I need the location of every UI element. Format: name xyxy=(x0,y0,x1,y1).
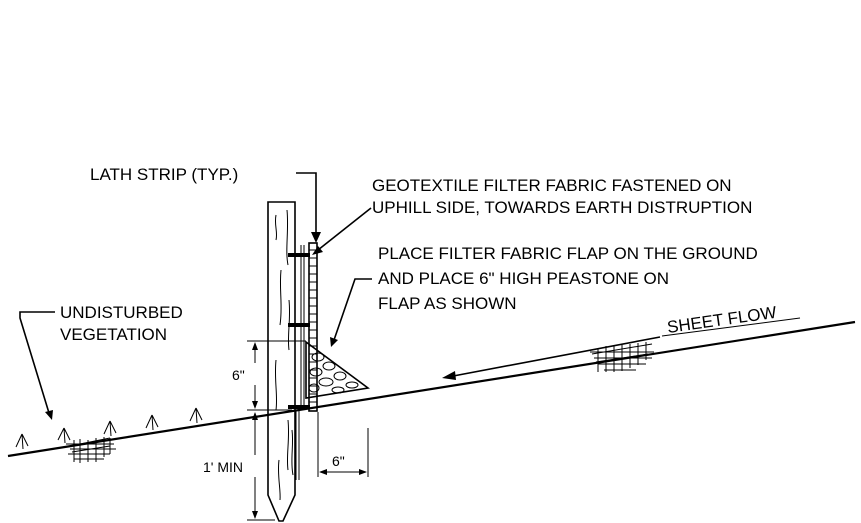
root-hatch-right xyxy=(590,342,654,372)
vegetation-leader xyxy=(19,311,55,414)
label-flap-line3: FLAP AS SHOWN xyxy=(378,294,517,313)
label-peastone-height: 6" xyxy=(232,367,245,383)
label-embed-depth: 1' MIN xyxy=(203,459,243,475)
label-geotextile-line2: UPHILL SIDE, TOWARDS EARTH DISTRUPTION xyxy=(372,198,752,217)
lath-strip-leader xyxy=(296,172,317,236)
label-flap-width: 6" xyxy=(332,453,345,469)
geotextile-leader xyxy=(317,207,372,251)
dimension-flap-width xyxy=(317,412,369,477)
ground-line xyxy=(7,320,856,458)
label-flap-line2: AND PLACE 6" HIGH PEASTONE ON xyxy=(378,269,669,288)
flap-leader xyxy=(333,278,372,341)
root-hatch-left xyxy=(66,437,116,463)
label-undisturbed: UNDISTURBED xyxy=(60,303,183,322)
label-vegetation: VEGETATION xyxy=(60,325,167,344)
label-geotextile-line1: GEOTEXTILE FILTER FABRIC FASTENED ON xyxy=(372,176,732,195)
sheet-flow-arrow xyxy=(447,336,661,378)
dimension-peastone-height xyxy=(247,340,306,411)
label-sheet-flow: SHEET FLOW xyxy=(666,303,778,337)
dimension-embed-depth xyxy=(247,412,275,521)
label-lath-strip: LATH STRIP (TYP.) xyxy=(90,165,238,184)
wooden-stake xyxy=(267,201,296,522)
peastone-berm xyxy=(305,340,371,399)
fastener-staples xyxy=(288,253,310,409)
label-flap-line1: PLACE FILTER FABRIC FLAP ON THE GROUND xyxy=(378,244,758,263)
buried-fabric xyxy=(291,411,300,480)
vegetation-tufts xyxy=(15,407,203,450)
